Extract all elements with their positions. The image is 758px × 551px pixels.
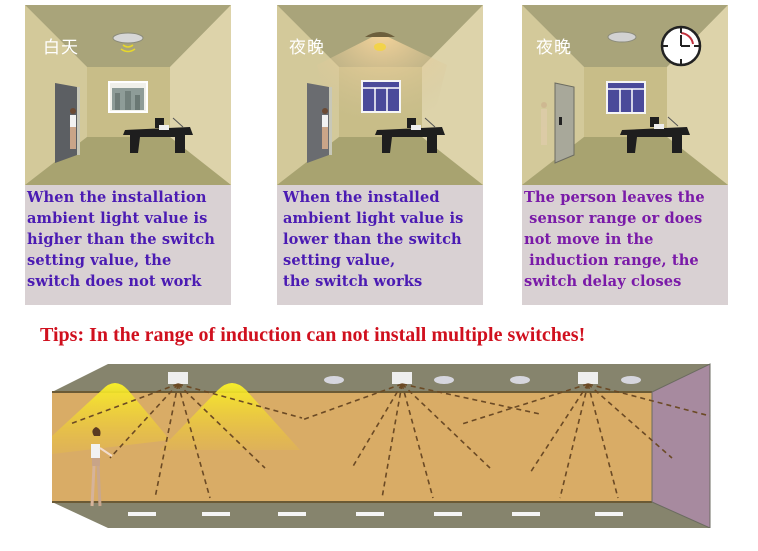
caption-night-on: When the installed ambient light value i… xyxy=(283,189,464,290)
scene-label-night: 夜晚 xyxy=(289,38,325,58)
panel-night-delay: 夜晚 The person leaves the sensor range or… xyxy=(522,5,728,305)
sensor-3 xyxy=(578,372,598,384)
tip-warning: Tips: In the range of induction can not … xyxy=(40,324,586,346)
room-illustration-night-on: 夜晚 xyxy=(277,5,483,185)
scene-label-night-delay: 夜晚 xyxy=(536,38,572,58)
clock-icon xyxy=(660,25,702,67)
room-illustration-night-delay: 夜晚 xyxy=(522,5,728,185)
light-beam-2 xyxy=(160,383,300,450)
corridor-diagram xyxy=(52,363,711,528)
caption-night-delay: The person leaves the sensor range or do… xyxy=(524,189,705,290)
room-illustration-daytime: 白天 xyxy=(25,5,231,185)
panel-night-on: 夜晚 When the installed ambient light valu… xyxy=(277,5,483,305)
caption-daytime: When the installation ambient light valu… xyxy=(27,189,215,290)
light-beam-1 xyxy=(52,383,170,454)
panel-daytime: 白天 When the installation ambient light v… xyxy=(25,5,231,305)
sensor-1 xyxy=(168,372,188,384)
scene-label-daytime: 白天 xyxy=(43,38,79,58)
sensor-2 xyxy=(392,372,412,384)
walking-person xyxy=(90,427,113,507)
